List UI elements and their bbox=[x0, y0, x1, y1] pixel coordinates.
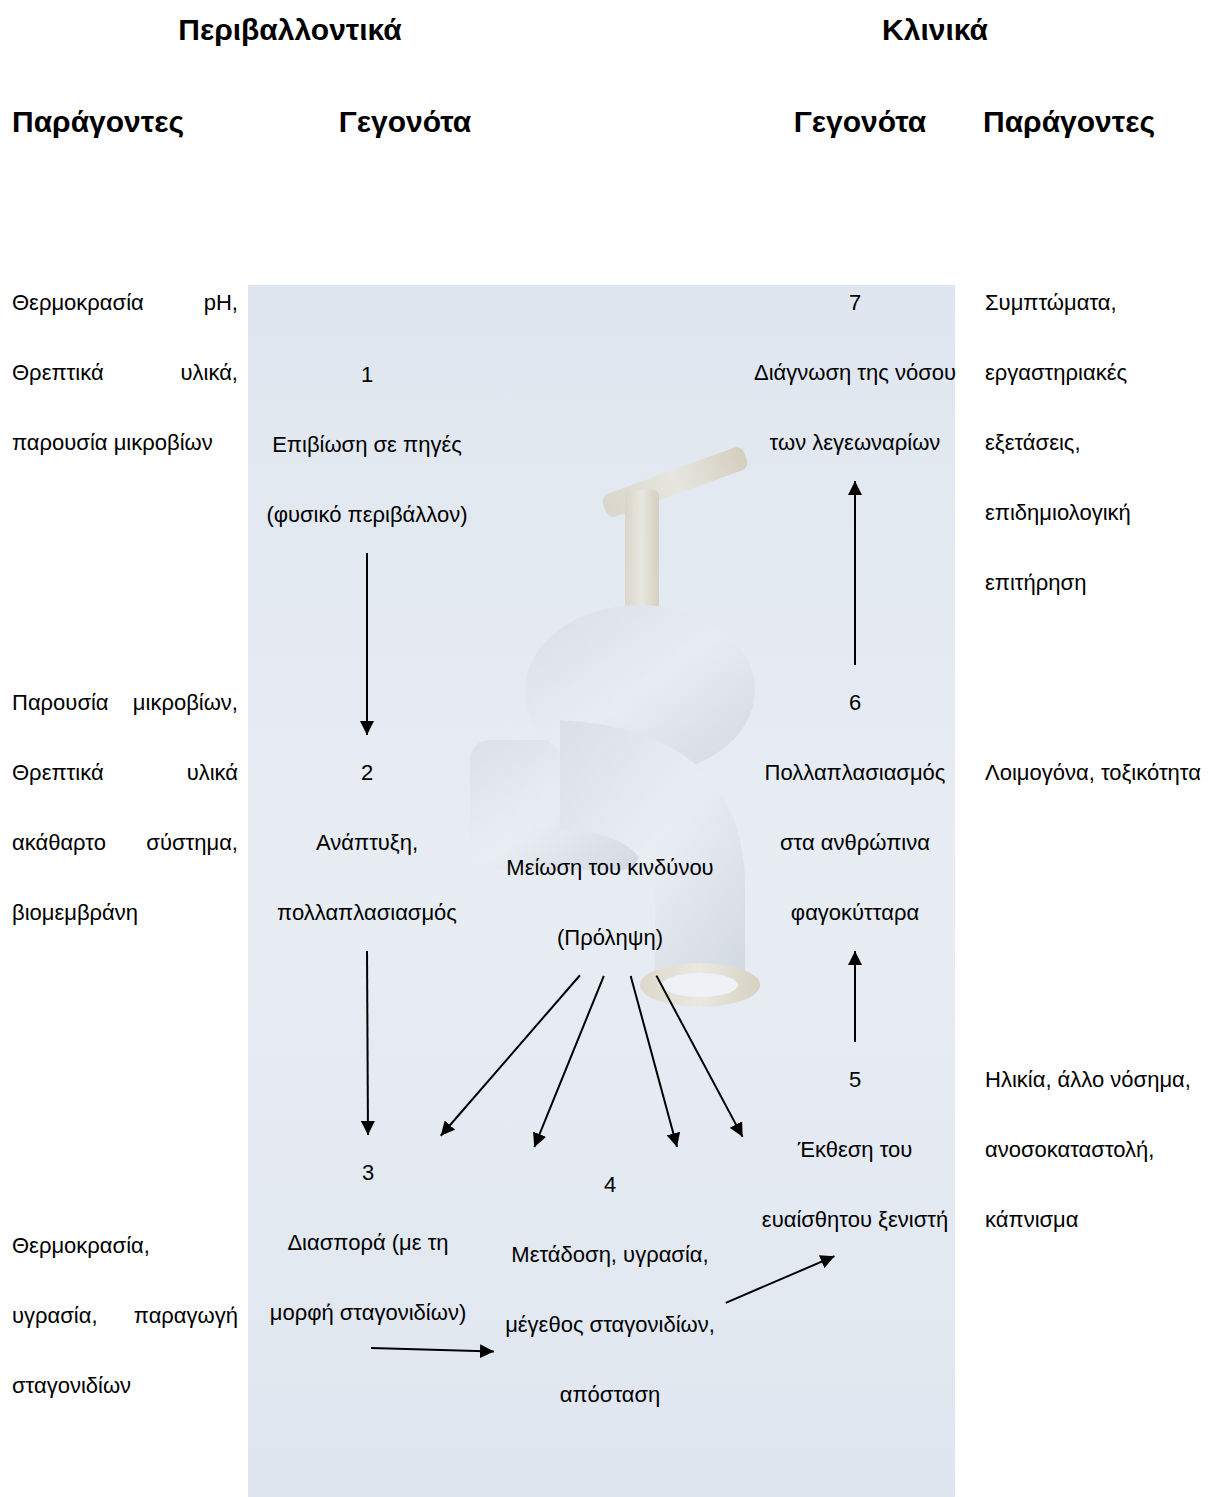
factor-text: Λοιμογόνα, τοξικότητα bbox=[985, 738, 1217, 808]
background-panel bbox=[248, 285, 955, 1497]
column-heading: Γεγονότα bbox=[305, 102, 505, 142]
factor-text: Θερμοκρασία, υγρασία, παραγωγή σταγονιδί… bbox=[12, 1211, 238, 1421]
flow-arrow bbox=[441, 975, 580, 1135]
step-text: Μείωση του κινδύνου (Πρόληψη) bbox=[494, 833, 726, 973]
section-heading: Περιβαλλοντικά bbox=[90, 10, 490, 50]
step-text: Μετάδοση, υγρασία, μέγεθος σταγονιδίων, … bbox=[501, 1220, 719, 1430]
flow-arrow bbox=[366, 553, 368, 735]
step-number: 7 bbox=[746, 268, 964, 338]
factor-text: Θερμοκρασία pH, Θρεπτικά υλικά, παρουσία… bbox=[12, 268, 238, 478]
flow-arrow bbox=[371, 1348, 494, 1351]
step-text: Επιβίωση σε πηγές (φυσικό περιβάλλον) bbox=[251, 410, 483, 550]
step-number: 5 bbox=[748, 1045, 962, 1115]
step-number: 3 bbox=[254, 1138, 482, 1208]
factor-text: Ηλικία, άλλο νόσημα, ανοσοκαταστολή, κάπ… bbox=[985, 1045, 1217, 1255]
step-number: 1 bbox=[251, 340, 483, 410]
column-heading: Παράγοντες bbox=[983, 102, 1213, 142]
step-text: Πολλαπλασιασμός στα ανθρώπινα φαγοκύτταρ… bbox=[750, 738, 960, 948]
section-heading: Κλινικά bbox=[735, 10, 1135, 50]
step-number: 6 bbox=[750, 668, 960, 738]
column-heading: Παράγοντες bbox=[12, 102, 232, 142]
step-text: Έκθεση του ευαίσθητου ξενιστή bbox=[748, 1115, 962, 1255]
event-step: 2Ανάπτυξη, πολλαπλασιασμός bbox=[255, 738, 479, 948]
step-text: Διασπορά (με τη μορφή σταγονιδίων) bbox=[254, 1208, 482, 1348]
factor-text: Παρουσία μικροβίων, Θρεπτικά υλικά ακάθα… bbox=[12, 668, 238, 948]
step-number: 2 bbox=[259, 738, 475, 808]
event-step: 1Επιβίωση σε πηγές (φυσικό περιβάλλον) bbox=[247, 340, 487, 550]
step-text: Ανάπτυξη, πολλαπλασιασμός bbox=[259, 808, 475, 948]
flow-arrow bbox=[854, 951, 856, 1042]
flow-arrow bbox=[534, 976, 604, 1147]
step-number: 4 bbox=[501, 1150, 719, 1220]
prevention-center: Μείωση του κινδύνου (Πρόληψη) bbox=[490, 833, 730, 973]
column-heading: Γεγονότα bbox=[760, 102, 960, 142]
flow-arrow bbox=[656, 976, 742, 1137]
event-step: 6Πολλαπλασιασμός στα ανθρώπινα φαγοκύττα… bbox=[746, 668, 964, 948]
event-step: 5Έκθεση του ευαίσθητου ξενιστή bbox=[744, 1045, 966, 1255]
flow-arrow bbox=[854, 481, 856, 665]
flow-arrow bbox=[366, 951, 369, 1135]
event-step: 4Μετάδοση, υγρασία, μέγεθος σταγονιδίων,… bbox=[497, 1150, 723, 1430]
faucet-illustration bbox=[470, 445, 760, 1007]
event-step: 3Διασπορά (με τη μορφή σταγονιδίων) bbox=[250, 1138, 486, 1348]
flow-arrow bbox=[726, 1256, 835, 1303]
event-step: 7Διάγνωση της νόσου των λεγεωναρίων bbox=[742, 268, 968, 478]
step-text: Διάγνωση της νόσου των λεγεωναρίων bbox=[746, 338, 964, 478]
factor-text: Συμπτώματα, εργαστηριακές εξετάσεις, επι… bbox=[985, 268, 1217, 618]
